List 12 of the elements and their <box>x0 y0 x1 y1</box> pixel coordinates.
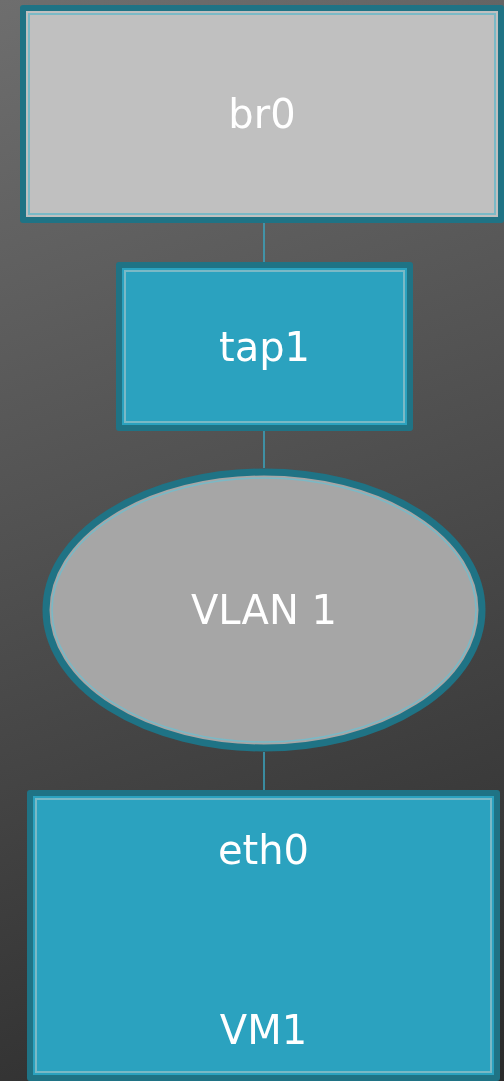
node-label: VLAN 1 <box>190 586 338 634</box>
node-label: tap1 <box>217 322 311 371</box>
node-box <box>20 5 504 223</box>
connector-line <box>263 430 265 469</box>
connector-line <box>263 751 265 791</box>
node-box <box>27 790 500 1081</box>
node-ellipse <box>42 468 486 752</box>
connector-line <box>263 222 265 263</box>
node-label: VM1 <box>218 1006 309 1054</box>
node-label: eth0 <box>216 826 311 874</box>
node-box <box>116 262 413 431</box>
node-label: br0 <box>227 90 297 138</box>
